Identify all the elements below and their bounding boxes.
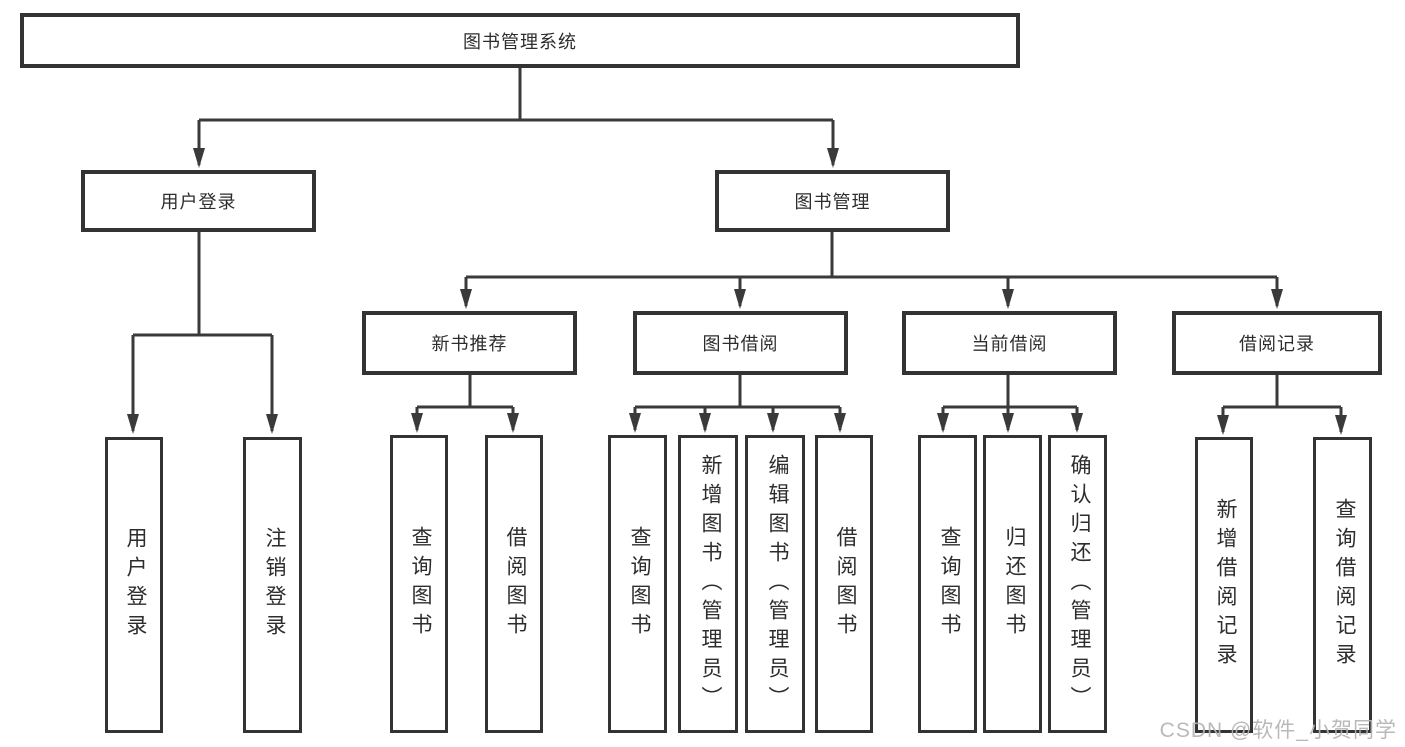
- node-user-login: 用户登录: [81, 170, 316, 232]
- node-book-management: 图书管理: [715, 170, 950, 232]
- leaf-return-books: 归还图书: [983, 435, 1042, 733]
- node-book-borrowing: 图书借阅: [633, 311, 848, 375]
- leaf-confirm-return-admin: 确认归还（管理员）: [1048, 435, 1107, 733]
- leaf-add-book-admin: 新增图书（管理员）: [678, 435, 738, 733]
- leaf-query-books-current: 查询图书: [918, 435, 977, 733]
- node-borrowing-records: 借阅记录: [1172, 311, 1382, 375]
- leaf-add-borrow-record: 新增借阅记录: [1195, 437, 1253, 733]
- leaf-user-login: 用户登录: [105, 437, 163, 733]
- leaf-borrow-books: 借阅图书: [815, 435, 873, 733]
- leaf-edit-book-admin: 编辑图书（管理员）: [745, 435, 805, 733]
- node-current-borrowing: 当前借阅: [902, 311, 1117, 375]
- leaf-logout: 注销登录: [243, 437, 302, 733]
- leaf-query-books-borrowing: 查询图书: [608, 435, 667, 733]
- leaf-query-borrow-record: 查询借阅记录: [1313, 437, 1372, 733]
- node-root: 图书管理系统: [20, 13, 1020, 68]
- csdn-watermark: CSDN @软件_小贺同学: [1159, 719, 1397, 742]
- node-new-book-recommendation: 新书推荐: [362, 311, 577, 375]
- leaf-query-books-recommend: 查询图书: [390, 435, 448, 733]
- leaf-borrow-books-recommend: 借阅图书: [485, 435, 543, 733]
